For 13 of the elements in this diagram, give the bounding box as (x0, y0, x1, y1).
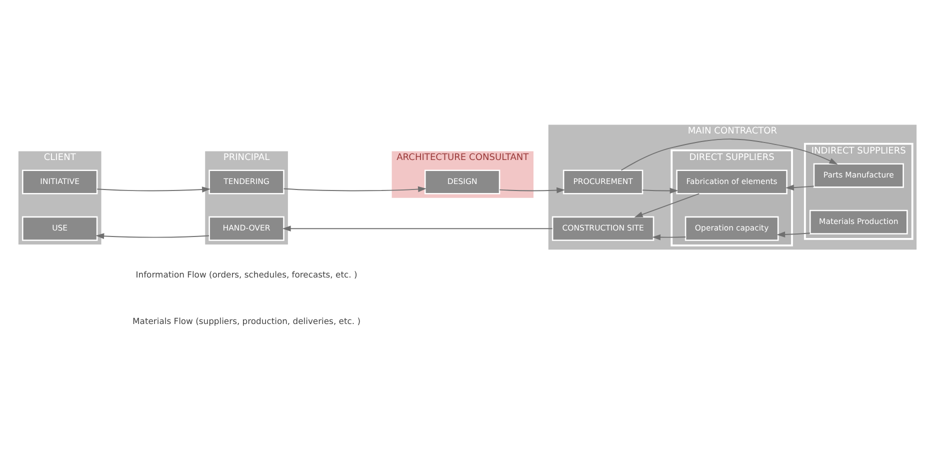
arrow (96, 233, 210, 240)
arrow (96, 186, 210, 192)
arrow (620, 138, 838, 171)
arrow (283, 186, 426, 192)
arrow (642, 188, 678, 194)
arrow (634, 193, 700, 218)
arrow (786, 184, 814, 191)
arrow (499, 187, 566, 194)
label: Information Flow (orders, schedules, forecasts, etc. ) (136, 269, 358, 280)
arrow (282, 226, 553, 232)
label: Materials Flow (suppliers, production, deliveries, etc. ) (132, 316, 361, 326)
arrow (776, 232, 811, 238)
arrow (652, 234, 686, 240)
